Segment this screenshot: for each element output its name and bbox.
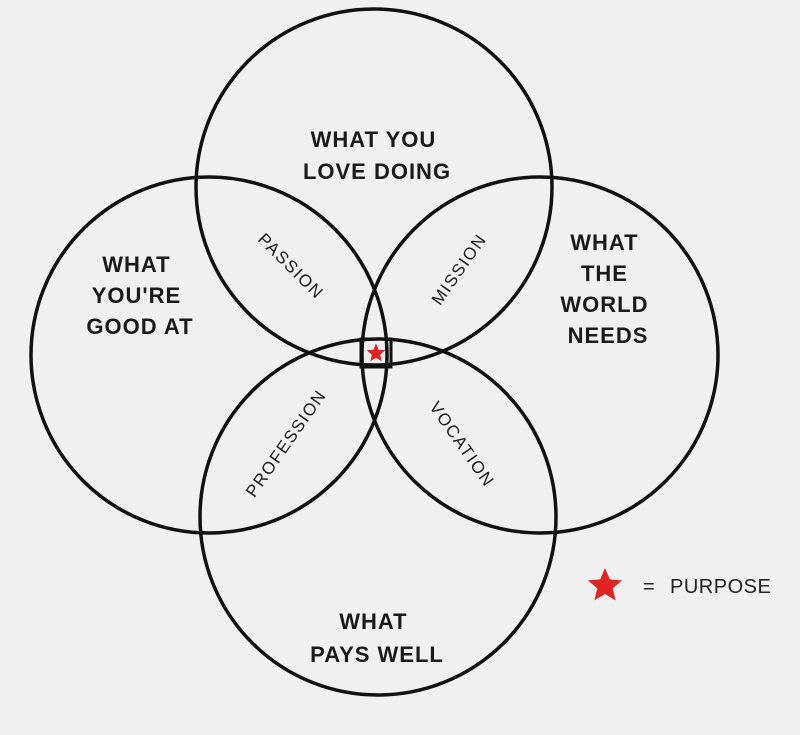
vocation-label: VOCATION: [426, 398, 499, 490]
mission-label: MISSION: [428, 230, 491, 308]
legend-equals: =: [643, 576, 655, 598]
love-doing-label: WHAT YOU LOVE DOING: [303, 127, 451, 184]
purpose-center-box: [359, 337, 393, 369]
good-at-circle: [29, 175, 389, 535]
good-at-label: WHAT YOU'RE GOOD AT: [86, 252, 193, 339]
legend-purpose-label: PURPOSE: [670, 576, 771, 598]
world-needs-label: WHAT THE WORLD NEEDS: [560, 230, 655, 348]
pays-well-label: WHAT PAYS WELL: [310, 609, 444, 667]
love-doing-circle: [194, 7, 554, 367]
star-icon: [587, 568, 623, 601]
center-star-icon: [366, 343, 386, 362]
world-needs-circle: [360, 175, 720, 535]
passion-label: PASSION: [254, 230, 327, 303]
profession-label: PROFESSION: [242, 386, 330, 500]
